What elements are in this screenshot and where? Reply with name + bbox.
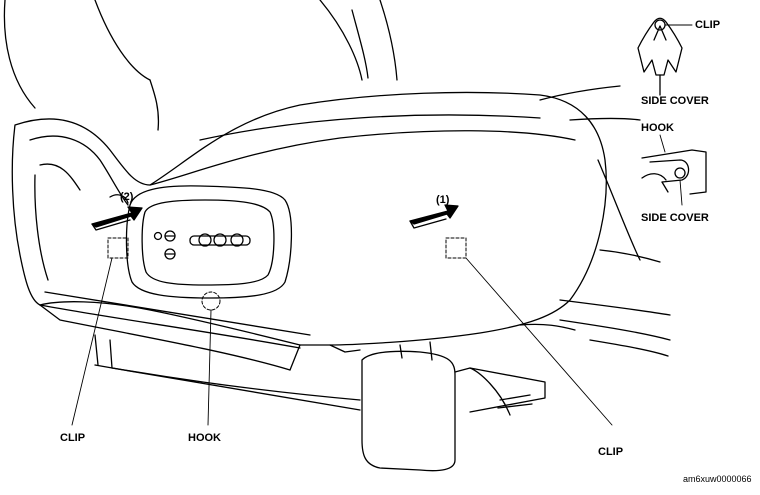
arrow-2-curve (109, 194, 129, 204)
inset-hook-side-cover-label: SIDE COVER (641, 212, 709, 224)
switch-panel (125, 185, 293, 299)
inset-hook-label: HOOK (641, 122, 674, 134)
clip-detail-inset (637, 17, 693, 96)
seat-frame (94, 323, 576, 472)
clip-label-left: CLIP (60, 432, 86, 444)
hook-detail-inset (641, 134, 707, 206)
clip-marker-right (445, 237, 467, 259)
step-2-label: (2) (120, 191, 134, 203)
clip-marker-left (107, 237, 129, 259)
seat-background (3, 0, 671, 357)
step-1-label: (1) (436, 194, 450, 206)
leader-lines (71, 257, 613, 426)
inset-clip-label: CLIP (695, 19, 721, 31)
figure-reference-code: am6xuw0000066 (683, 474, 752, 484)
inset-clip-side-cover-label: SIDE COVER (641, 95, 709, 107)
removal-arrow-1 (409, 204, 459, 229)
hook-label-bottom: HOOK (188, 432, 221, 444)
clip-label-right: CLIP (598, 446, 624, 458)
hook-marker (201, 291, 221, 311)
side-cover-outline (11, 91, 607, 371)
dashed-markers (107, 237, 467, 311)
removal-arrow-2 (91, 206, 143, 231)
